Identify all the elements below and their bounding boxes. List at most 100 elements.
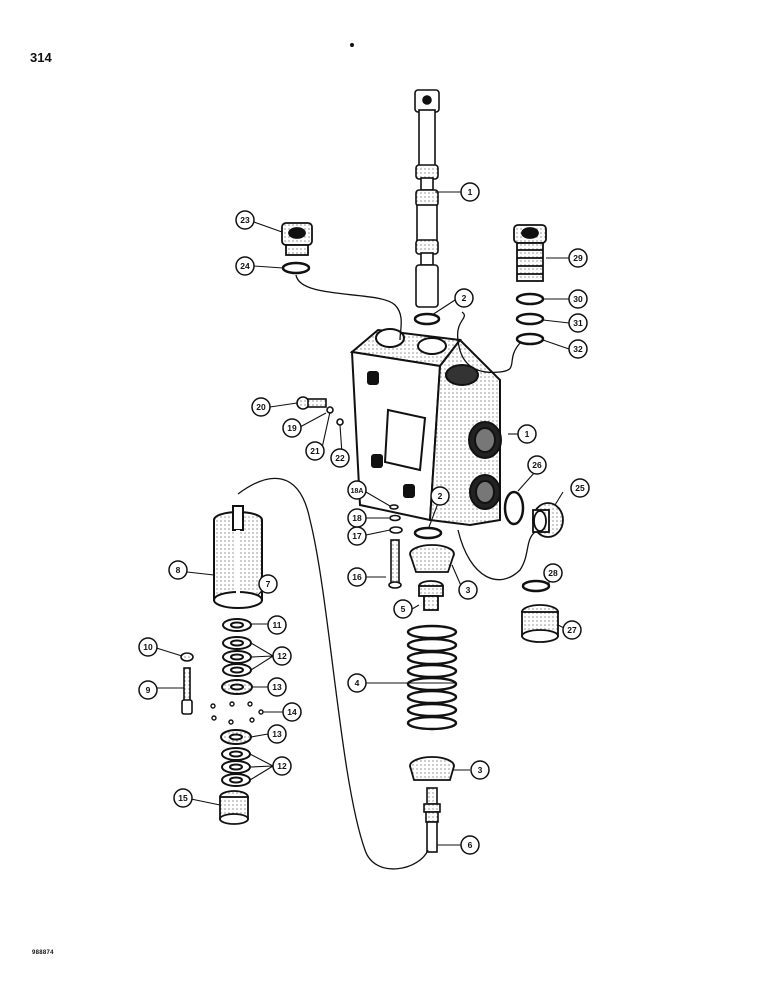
callout-circle bbox=[330, 448, 350, 468]
plug-27 bbox=[521, 604, 559, 643]
callout-label: 26 bbox=[532, 460, 542, 470]
callout-circle bbox=[272, 646, 292, 666]
callout-label: 28 bbox=[548, 568, 558, 578]
callout-label: 9 bbox=[146, 685, 151, 695]
callout-label: 5 bbox=[401, 604, 406, 614]
callout-label: 20 bbox=[256, 402, 266, 412]
plug-23 bbox=[281, 222, 313, 256]
callout-c25: 25 bbox=[570, 478, 590, 498]
callout-circle bbox=[282, 702, 302, 722]
callout-circle bbox=[258, 574, 278, 594]
callout-c5: 5 bbox=[393, 599, 413, 619]
callout-label: 22 bbox=[335, 453, 345, 463]
spring-4 bbox=[406, 624, 458, 731]
callout-label: 11 bbox=[273, 620, 282, 630]
callout-circle bbox=[430, 486, 450, 506]
callout-c31: 31 bbox=[568, 313, 588, 333]
callout-c4: 4 bbox=[347, 673, 367, 693]
callout-circle bbox=[235, 210, 255, 230]
spool bbox=[414, 89, 440, 308]
balls-14 bbox=[210, 701, 264, 725]
callout-label: 7 bbox=[266, 579, 271, 589]
callout-circle bbox=[272, 756, 292, 776]
o-ring-2-top bbox=[413, 312, 441, 326]
callout-c18a: 18A bbox=[347, 480, 367, 500]
callout-c18: 18 bbox=[347, 508, 367, 528]
callout-circle bbox=[568, 289, 588, 309]
callout-c27: 27 bbox=[562, 620, 582, 640]
callout-circle bbox=[282, 418, 302, 438]
washer-stack-upper bbox=[221, 618, 253, 695]
callout-c10: 10 bbox=[138, 637, 158, 657]
figure-code: 988874 bbox=[32, 950, 54, 956]
callout-label: 18 bbox=[352, 513, 362, 523]
callout-label: 6 bbox=[468, 840, 473, 850]
callout-label: 4 bbox=[355, 678, 360, 688]
callout-circle bbox=[347, 480, 367, 500]
spring-seat-3-top bbox=[409, 544, 455, 573]
o-ring-2-lower bbox=[413, 526, 443, 540]
callout-label: 24 bbox=[240, 261, 250, 271]
callout-label: 1 bbox=[468, 187, 473, 197]
callout-c11: 11 bbox=[267, 615, 287, 635]
callout-label: 2 bbox=[438, 491, 443, 501]
callout-circle bbox=[460, 835, 480, 855]
callout-c20: 20 bbox=[251, 397, 271, 417]
callout-c15: 15 bbox=[173, 788, 193, 808]
callout-c9: 9 bbox=[138, 680, 158, 700]
callout-label: 27 bbox=[567, 625, 577, 635]
callout-circle bbox=[347, 567, 367, 587]
callout-c8: 8 bbox=[168, 560, 188, 580]
callout-label: 13 bbox=[272, 682, 282, 692]
callout-c1b: 1 bbox=[517, 424, 537, 444]
callout-label: 1 bbox=[525, 429, 530, 439]
o-ring-26 bbox=[503, 490, 525, 526]
plug-25 bbox=[532, 502, 564, 538]
callout-circle bbox=[570, 478, 590, 498]
callout-label: 19 bbox=[287, 423, 297, 433]
callout-c30: 30 bbox=[568, 289, 588, 309]
callout-label: 13 bbox=[272, 729, 282, 739]
callout-c14: 14 bbox=[282, 702, 302, 722]
callout-c13b: 13 bbox=[267, 724, 287, 744]
callout-c2b: 2 bbox=[430, 486, 450, 506]
callout-circle bbox=[267, 615, 287, 635]
callout-label: 2 bbox=[462, 293, 467, 303]
callout-circle bbox=[173, 788, 193, 808]
callout-circle bbox=[347, 508, 367, 528]
callout-c23: 23 bbox=[235, 210, 255, 230]
callout-c3a: 3 bbox=[458, 580, 478, 600]
callout-label: 17 bbox=[352, 531, 362, 541]
callout-c26: 26 bbox=[527, 455, 547, 475]
callout-circle bbox=[305, 441, 325, 461]
callout-circle bbox=[460, 182, 480, 202]
callout-circle bbox=[138, 637, 158, 657]
callout-label: 12 bbox=[277, 651, 287, 661]
callout-c32: 32 bbox=[568, 339, 588, 359]
callout-label: 14 bbox=[287, 707, 297, 717]
callout-c6: 6 bbox=[460, 835, 480, 855]
plug-29 bbox=[513, 224, 547, 282]
callout-layer: 112233456789101112121313141516171818A192… bbox=[138, 182, 590, 855]
callout-circle bbox=[527, 455, 547, 475]
sleeve-8 bbox=[213, 505, 263, 609]
part-5 bbox=[418, 580, 444, 611]
callout-circle bbox=[251, 397, 271, 417]
page-number: 314 bbox=[30, 50, 52, 65]
callout-label: 16 bbox=[352, 572, 362, 582]
callout-label: 8 bbox=[176, 565, 181, 575]
callout-label: 3 bbox=[478, 765, 483, 775]
callout-label: 21 bbox=[310, 446, 320, 456]
callout-circle bbox=[470, 760, 490, 780]
callout-c17: 17 bbox=[347, 526, 367, 546]
callout-c24: 24 bbox=[235, 256, 255, 276]
callout-label: 29 bbox=[573, 253, 583, 263]
spring-seat-3-bottom bbox=[409, 756, 455, 781]
callout-c13a: 13 bbox=[267, 677, 287, 697]
callout-label: 31 bbox=[573, 318, 583, 328]
callout-c7: 7 bbox=[258, 574, 278, 594]
callout-c12a: 12 bbox=[272, 646, 292, 666]
callout-c19: 19 bbox=[282, 418, 302, 438]
callout-c3b: 3 bbox=[470, 760, 490, 780]
